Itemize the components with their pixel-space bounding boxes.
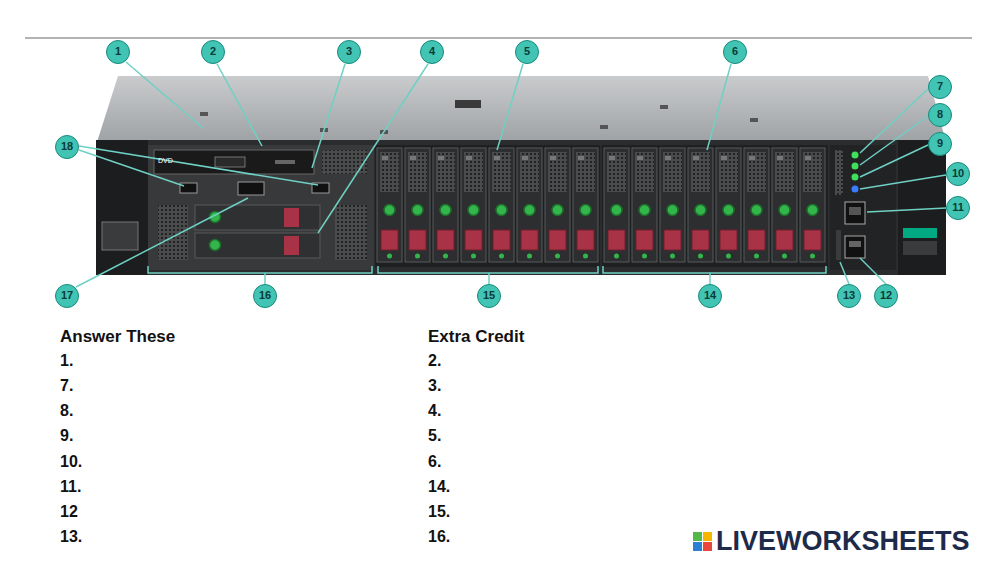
answer-item: 7. [60,376,73,395]
answer-item: 13. [60,527,82,546]
callout-number: 3 [337,40,361,64]
callout-number: 14 [698,284,722,308]
answer-item: 14. [428,477,450,496]
callout-number: 18 [55,135,79,159]
answer-item: 10. [60,452,82,471]
answer-item: 3. [428,376,441,395]
watermark: LIVEWORKSHEETS [716,525,970,557]
answer-item: 9. [60,426,73,445]
callout-number: 15 [477,284,501,308]
answer-item: 12 [60,502,78,521]
callout-number: 11 [946,196,970,220]
answer-item: 5. [428,426,441,445]
callout-number: 7 [928,75,952,99]
answer-item: 6. [428,452,441,471]
device-text: DVD [158,157,173,165]
answer-item: 16. [428,527,450,546]
answer-item: 4. [428,401,441,420]
column-heading: Answer These [60,327,175,347]
callout-number: 1 [106,40,130,64]
callout-number: 4 [420,40,444,64]
callout-number: 2 [201,40,225,64]
callout-number: 16 [253,284,277,308]
callout-number: 8 [928,103,952,127]
callout-number: 17 [55,284,79,308]
answer-item: 15. [428,502,450,521]
callout-number: 12 [874,284,898,308]
callout-number: 10 [946,162,970,186]
answer-item: 8. [60,401,73,420]
answer-item: 1. [60,351,73,370]
callout-number: 5 [515,40,539,64]
answer-item: 2. [428,351,441,370]
callout-number: 9 [928,132,952,156]
callout-number: 13 [837,284,861,308]
column-heading: Extra Credit [428,327,524,347]
answer-item: 11. [60,477,81,496]
callout-number: 6 [723,40,747,64]
